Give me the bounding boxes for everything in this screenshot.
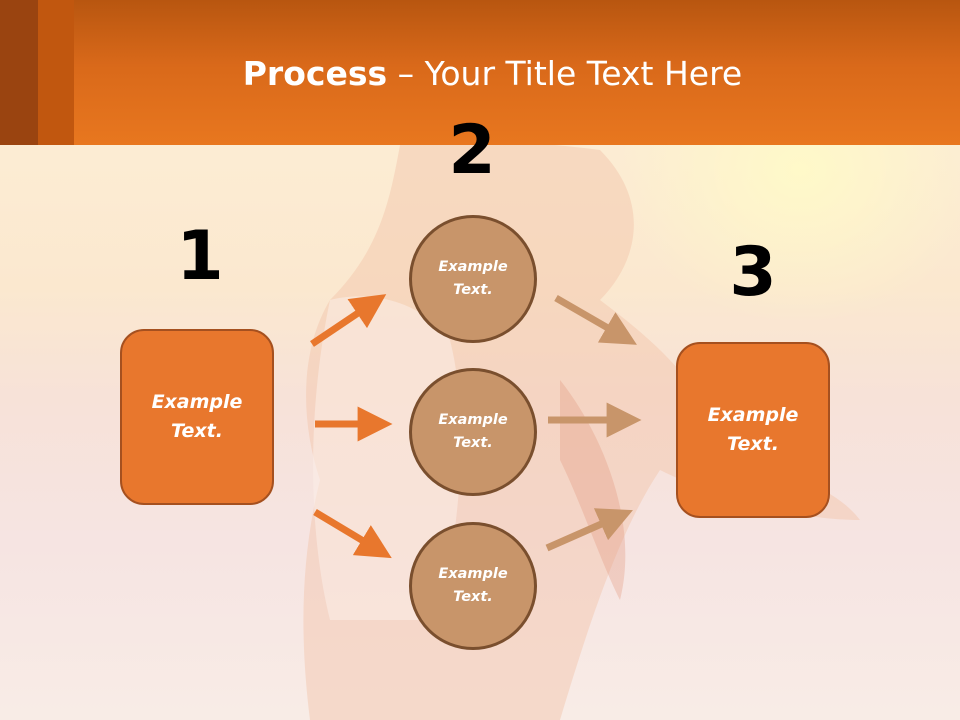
header-accent-strip — [0, 0, 38, 145]
title-bold: Process — [242, 54, 388, 93]
arrow-right-icon — [554, 294, 637, 345]
circle-text: Example Text. — [438, 412, 508, 451]
step-1-number: 1 — [176, 217, 224, 296]
title-bar — [0, 0, 960, 145]
step-2-circle-bottom: Example Text. — [409, 522, 537, 650]
step-1-box: Example Text. — [120, 329, 274, 505]
circle-text: Example Text. — [438, 566, 508, 605]
step-2-circle-middle: Example Text. — [409, 368, 537, 496]
step-1-text: Example Text. — [151, 391, 243, 442]
header-accent-strip — [38, 0, 74, 145]
arrow-right-icon — [310, 294, 387, 347]
step-3-number: 3 — [729, 233, 777, 312]
step-2-number: 2 — [448, 111, 496, 190]
circle-text: Example Text. — [438, 259, 508, 298]
arrow-right-icon — [313, 508, 392, 559]
slide-title: Process – Your Title Text Here — [0, 52, 960, 96]
step-2-circle-top: Example Text. — [409, 215, 537, 343]
step-3-text: Example Text. — [707, 404, 799, 455]
step-3-box: Example Text. — [676, 342, 830, 518]
arrow-right-icon — [545, 508, 633, 552]
title-rest: – Your Title Text Here — [387, 54, 743, 93]
